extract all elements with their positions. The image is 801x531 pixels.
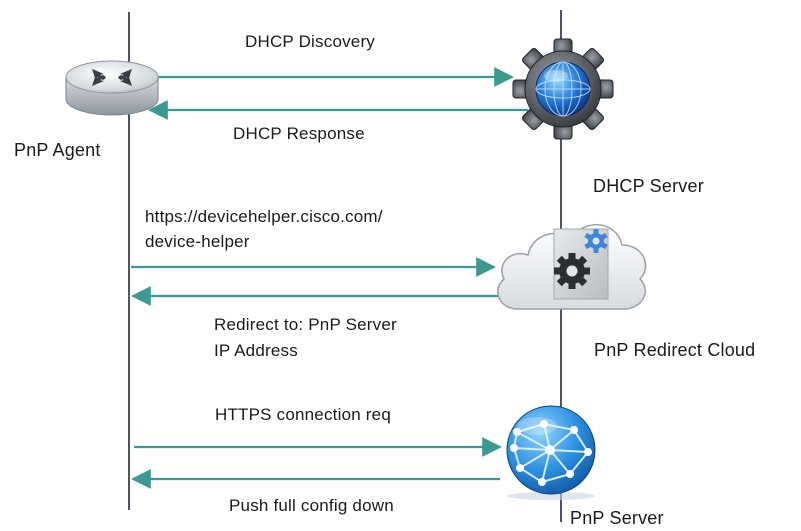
redirect-url-line2: device-helper: [145, 232, 250, 251]
redirect-reply-line1: Redirect to: PnP Server: [214, 315, 397, 334]
agent-label: PnP Agent: [14, 140, 101, 160]
https-request-label: HTTPS connection req: [215, 405, 391, 424]
router-icon: [60, 55, 164, 121]
redirect-url-line1: https://devicehelper.cisco.com/: [145, 207, 383, 226]
redirect-cloud-label: PnP Redirect Cloud: [594, 340, 756, 360]
push-config-label: Push full config down: [229, 496, 394, 515]
cloud-gears-icon: [488, 205, 654, 317]
gear-globe-icon: [512, 38, 614, 140]
globe-network-icon: [492, 402, 610, 502]
dhcp-discovery-label: DHCP Discovery: [245, 32, 376, 51]
redirect-reply-line2: IP Address: [214, 341, 298, 360]
pnp-server-label: PnP Server: [570, 508, 664, 528]
dhcp-response-label: DHCP Response: [233, 124, 365, 143]
dhcp-server-label: DHCP Server: [593, 176, 704, 196]
